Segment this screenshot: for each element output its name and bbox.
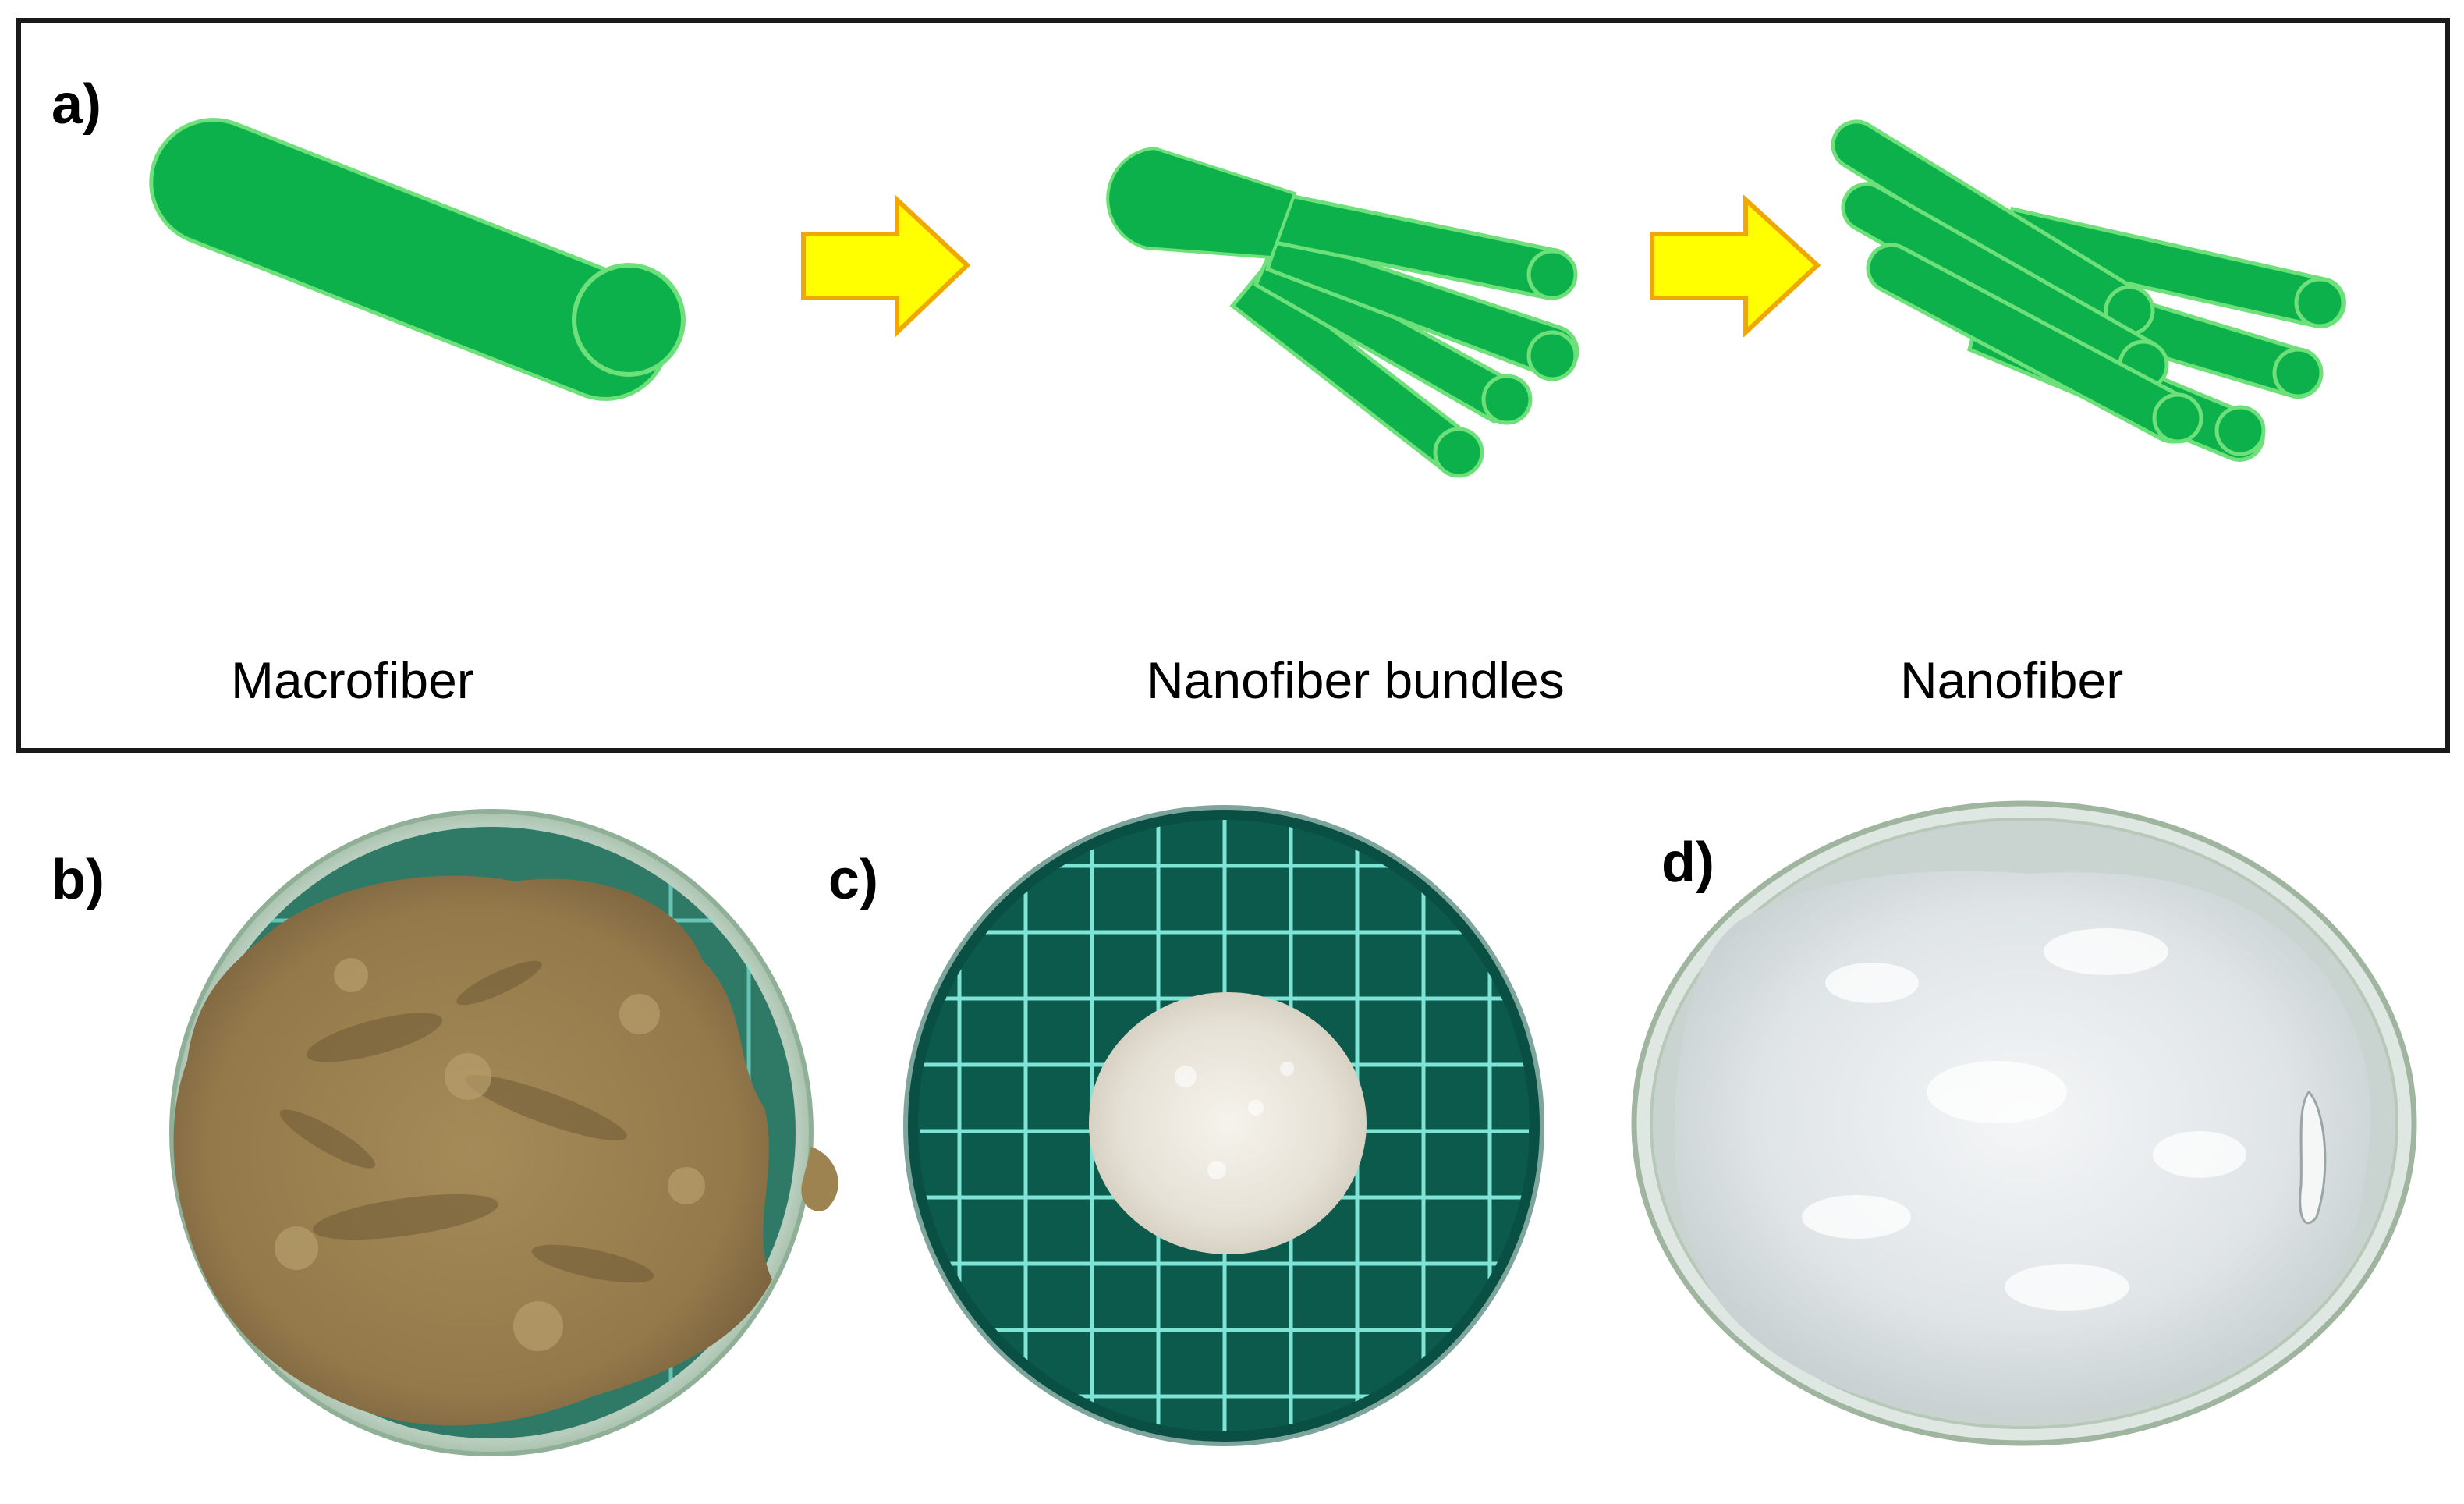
panel-c: c)	[828, 805, 1544, 1446]
gel-d	[1674, 871, 2371, 1418]
nanofiber-icon	[1831, 119, 2346, 462]
panel-c-label: c)	[828, 849, 878, 911]
panel-a: a)	[16, 18, 2450, 753]
caption-nanofiber-bundles: Nanofiber bundles	[1147, 651, 1565, 709]
panel-a-label: a)	[51, 73, 101, 136]
arrow-right-icon-2	[1650, 194, 1821, 338]
macrofiber-icon	[149, 118, 686, 401]
brown-powder-b	[173, 875, 773, 1426]
nanofiber-bundle-icon	[1106, 146, 1579, 478]
caption-macrofiber: Macrofiber	[231, 651, 474, 709]
panel-b: b)	[51, 809, 838, 1456]
panel-d-label: d)	[1661, 832, 1714, 894]
white-powder-c	[1089, 992, 1367, 1254]
panel-a-frame	[16, 18, 2450, 753]
panel-d: d)	[1631, 800, 2417, 1446]
panel-b-label: b)	[51, 849, 105, 911]
caption-nanofiber: Nanofiber	[1900, 651, 2123, 709]
arrow-right-icon	[801, 194, 971, 339]
